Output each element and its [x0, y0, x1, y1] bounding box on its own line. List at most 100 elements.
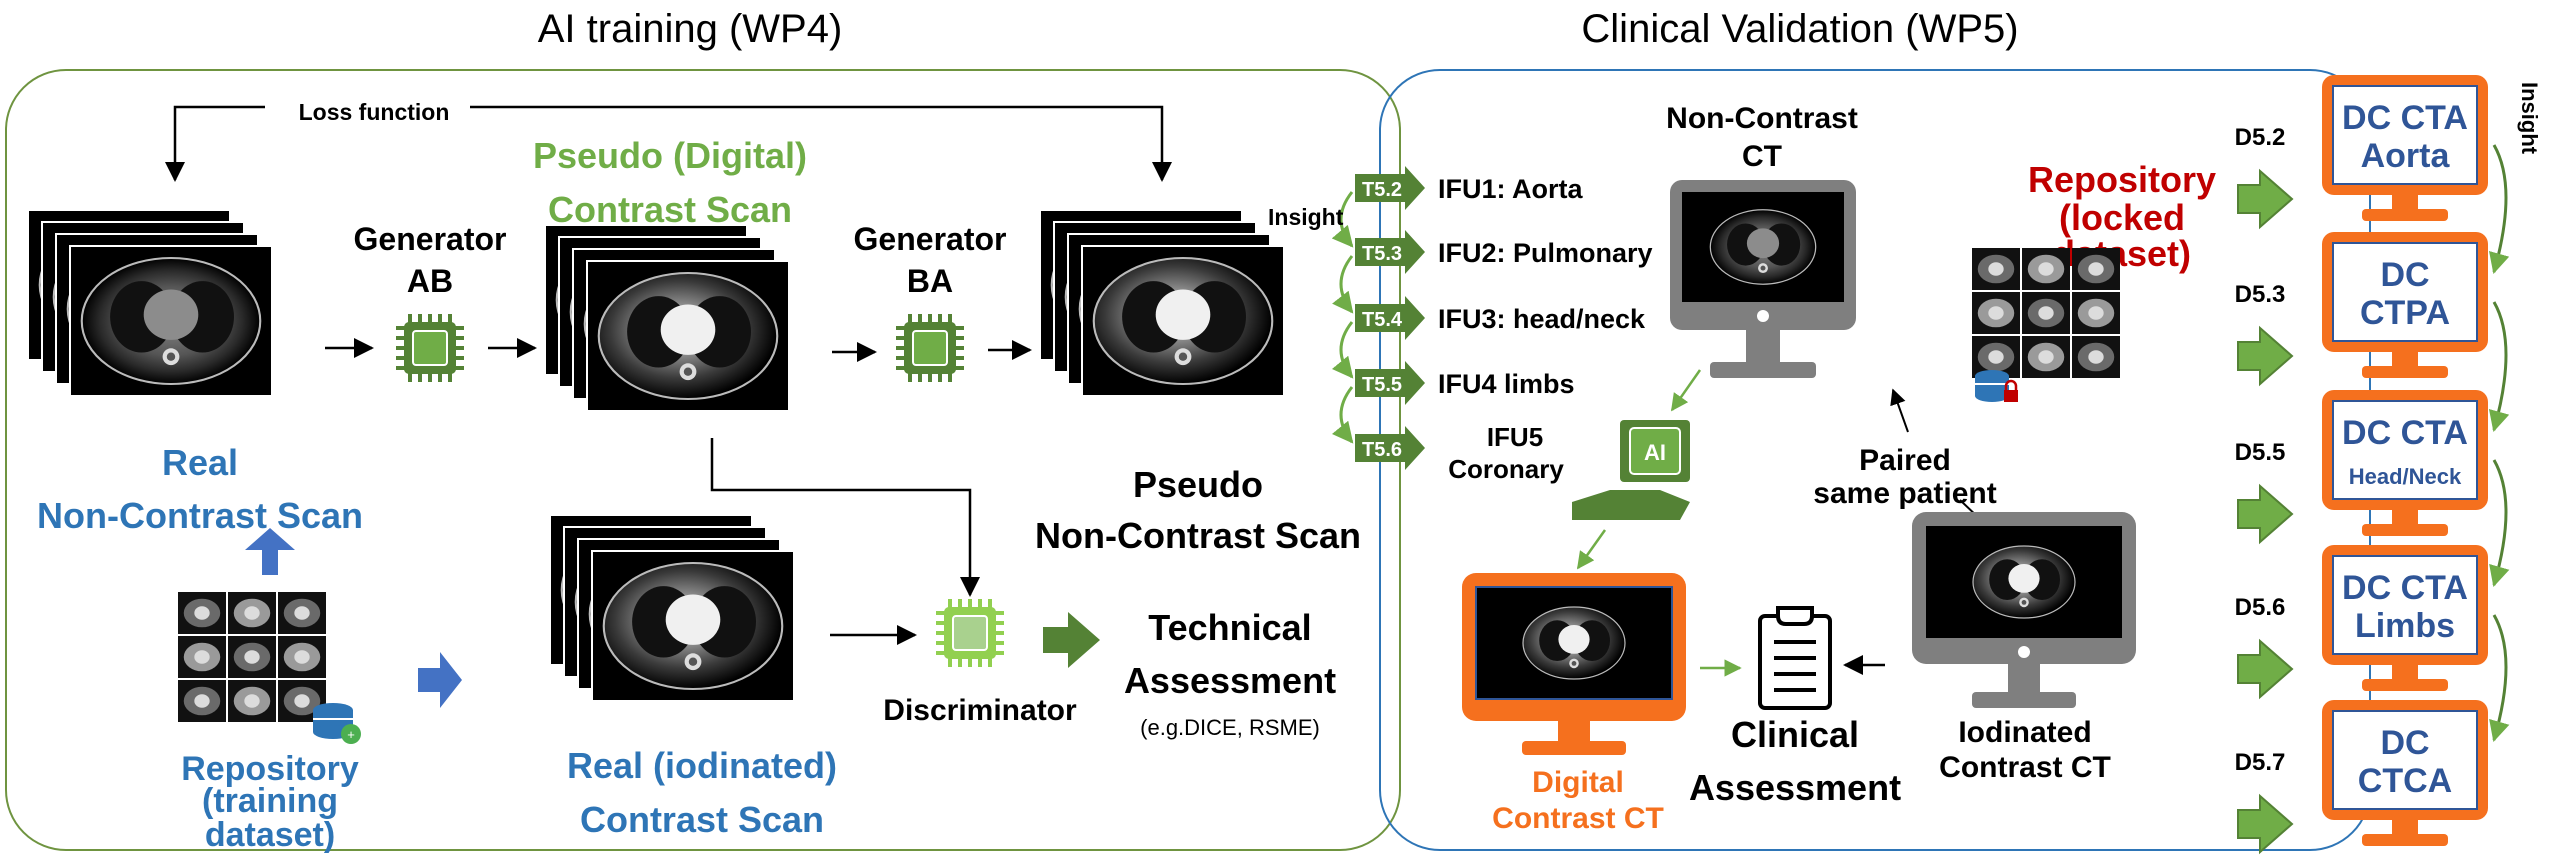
clipboard-icon	[1758, 606, 1832, 710]
ct-scan-slice	[1081, 245, 1285, 397]
blue-right-arrow	[418, 652, 462, 708]
pseudo-contrast-label-2: Contrast Scan	[548, 189, 792, 230]
repository-locked-line2: (locked	[2059, 197, 2185, 238]
deliverable-flow-arrow	[2488, 301, 2510, 433]
discriminator-label: Discriminator	[883, 694, 1077, 727]
generator-ab-line1: Generator	[354, 221, 507, 257]
database-icon: +	[313, 703, 361, 744]
task-label: IFU2: Pulmonary	[1438, 238, 1653, 268]
iodinated-monitor	[1912, 512, 2136, 708]
task-tag: T5.3	[1362, 243, 1402, 265]
iodinated-line1: Iodinated	[1958, 716, 2091, 749]
deliverable-title: DC CTA	[2342, 99, 2468, 137]
generator-ab: Generator AB	[354, 221, 507, 382]
task-tag-arrow	[1355, 361, 1425, 405]
real-iodinated-label-1: Real (iodinated)	[567, 745, 837, 786]
generator-ba-line1: Generator	[854, 221, 1007, 257]
repository-training-thumbnails: +	[178, 592, 361, 744]
deliverable-title: DC CTA	[2342, 414, 2468, 452]
task-tag: T5.6	[1362, 439, 1402, 461]
task-tag: T5.4	[1362, 309, 1403, 331]
real-iodinated-label-2: Contrast Scan	[580, 799, 824, 840]
task-item: T5.3 IFU2: Pulmonary	[1332, 230, 1653, 314]
repository-training-line3: dataset)	[205, 816, 335, 854]
clinical-assessment-line1: Clinical	[1731, 714, 1859, 755]
task-label: IFU4 limbs	[1438, 369, 1575, 399]
deliverable-arrow	[2237, 638, 2294, 700]
ct-scan-slice	[591, 550, 795, 702]
deliverable-arrow	[2237, 168, 2294, 230]
loss-function-loop: Loss function	[165, 99, 1172, 182]
locked-database-icon	[1975, 370, 2018, 402]
repository-training-line1: Repository	[181, 750, 359, 788]
paired-line2: same patient	[1813, 477, 1996, 510]
task-flow-arrow	[1331, 386, 1354, 444]
task-tag-arrow	[1355, 296, 1425, 340]
deliverable-subtitle: Head/Neck	[2349, 464, 2462, 489]
wp5-title: Clinical Validation (WP5)	[1581, 7, 2018, 51]
pseudo-contrast-stack	[544, 224, 790, 412]
svg-text:+: +	[347, 727, 355, 742]
blue-up-arrow	[245, 528, 295, 575]
ct-scan-slice	[586, 260, 790, 412]
repository-locked-line1: Repository	[2028, 159, 2216, 200]
deliverable-id: D5.3	[2235, 281, 2286, 308]
deliverable-subtitle: CTCA	[2358, 762, 2452, 800]
task-item: T5.2 IFU1: Aorta	[1331, 166, 1583, 248]
generator-ba: Generator BA	[854, 221, 1007, 382]
digital-contrast-line2: Contrast CT	[1492, 802, 1664, 835]
pseudo-non-contrast-stack	[1039, 209, 1285, 397]
digital-contrast-monitor	[1462, 573, 1686, 755]
task-label: IFU1: Aorta	[1438, 174, 1583, 204]
deliverable-arrow	[2237, 483, 2294, 545]
deliverable-id: D5.5	[2235, 439, 2286, 466]
arrow-pseudo-to-discriminator	[710, 438, 980, 597]
digital-contrast-line1: Digital	[1532, 766, 1624, 799]
task-tag: T5.2	[1362, 179, 1402, 201]
task-tag-arrow	[1355, 166, 1425, 210]
task-tag-arrow	[1355, 426, 1425, 470]
loss-function-label: Loss function	[299, 99, 450, 125]
deliverable-id: D5.2	[2235, 124, 2286, 151]
iodinated-line2: Contrast CT	[1939, 751, 2111, 784]
clinical-assessment-line2: Assessment	[1689, 767, 1901, 808]
deliverable-subtitle: Aorta	[2361, 137, 2451, 175]
arrow-ai-to-digital	[1576, 529, 1607, 570]
deliverable-monitor: DC CTA Head/Neck	[2322, 390, 2488, 536]
generator-ab-chip-icon	[396, 314, 464, 382]
task-tag-arrow	[1355, 230, 1425, 274]
pseudo-non-contrast-label-2: Non-Contrast Scan	[1035, 515, 1361, 556]
deliverable-id: D5.6	[2235, 594, 2286, 621]
real-non-contrast-label-1: Real	[162, 442, 238, 483]
deliverable-title: DC CTA	[2342, 569, 2468, 607]
non-contrast-ct-line2: CT	[1742, 140, 1782, 173]
technical-assessment-line1: Technical	[1148, 607, 1311, 648]
technical-assessment-line2: Assessment	[1124, 660, 1336, 701]
deliverable-title: DC	[2380, 724, 2429, 762]
deliverable-flow-arrow	[2489, 459, 2510, 588]
deliverable-id: D5.7	[2235, 749, 2286, 776]
non-contrast-monitor: Non-Contrast CT	[1666, 102, 1858, 378]
real-non-contrast-label-2: Non-Contrast Scan	[37, 495, 363, 536]
arrow-nc-to-ai	[1670, 369, 1702, 412]
deliverable-flow-arrow	[2489, 144, 2510, 275]
generator-ba-chip-icon	[896, 314, 964, 382]
technical-assessment-note: (e.g.DICE, RSME)	[1140, 715, 1320, 740]
deliverable-title: DC	[2380, 256, 2429, 294]
non-contrast-ct-line1: Non-Contrast	[1666, 102, 1858, 135]
repository-locked-thumbnails	[1972, 248, 2120, 402]
generator-ba-line2: BA	[907, 263, 953, 299]
insight-deliverables-label: Insight	[2517, 82, 2542, 155]
